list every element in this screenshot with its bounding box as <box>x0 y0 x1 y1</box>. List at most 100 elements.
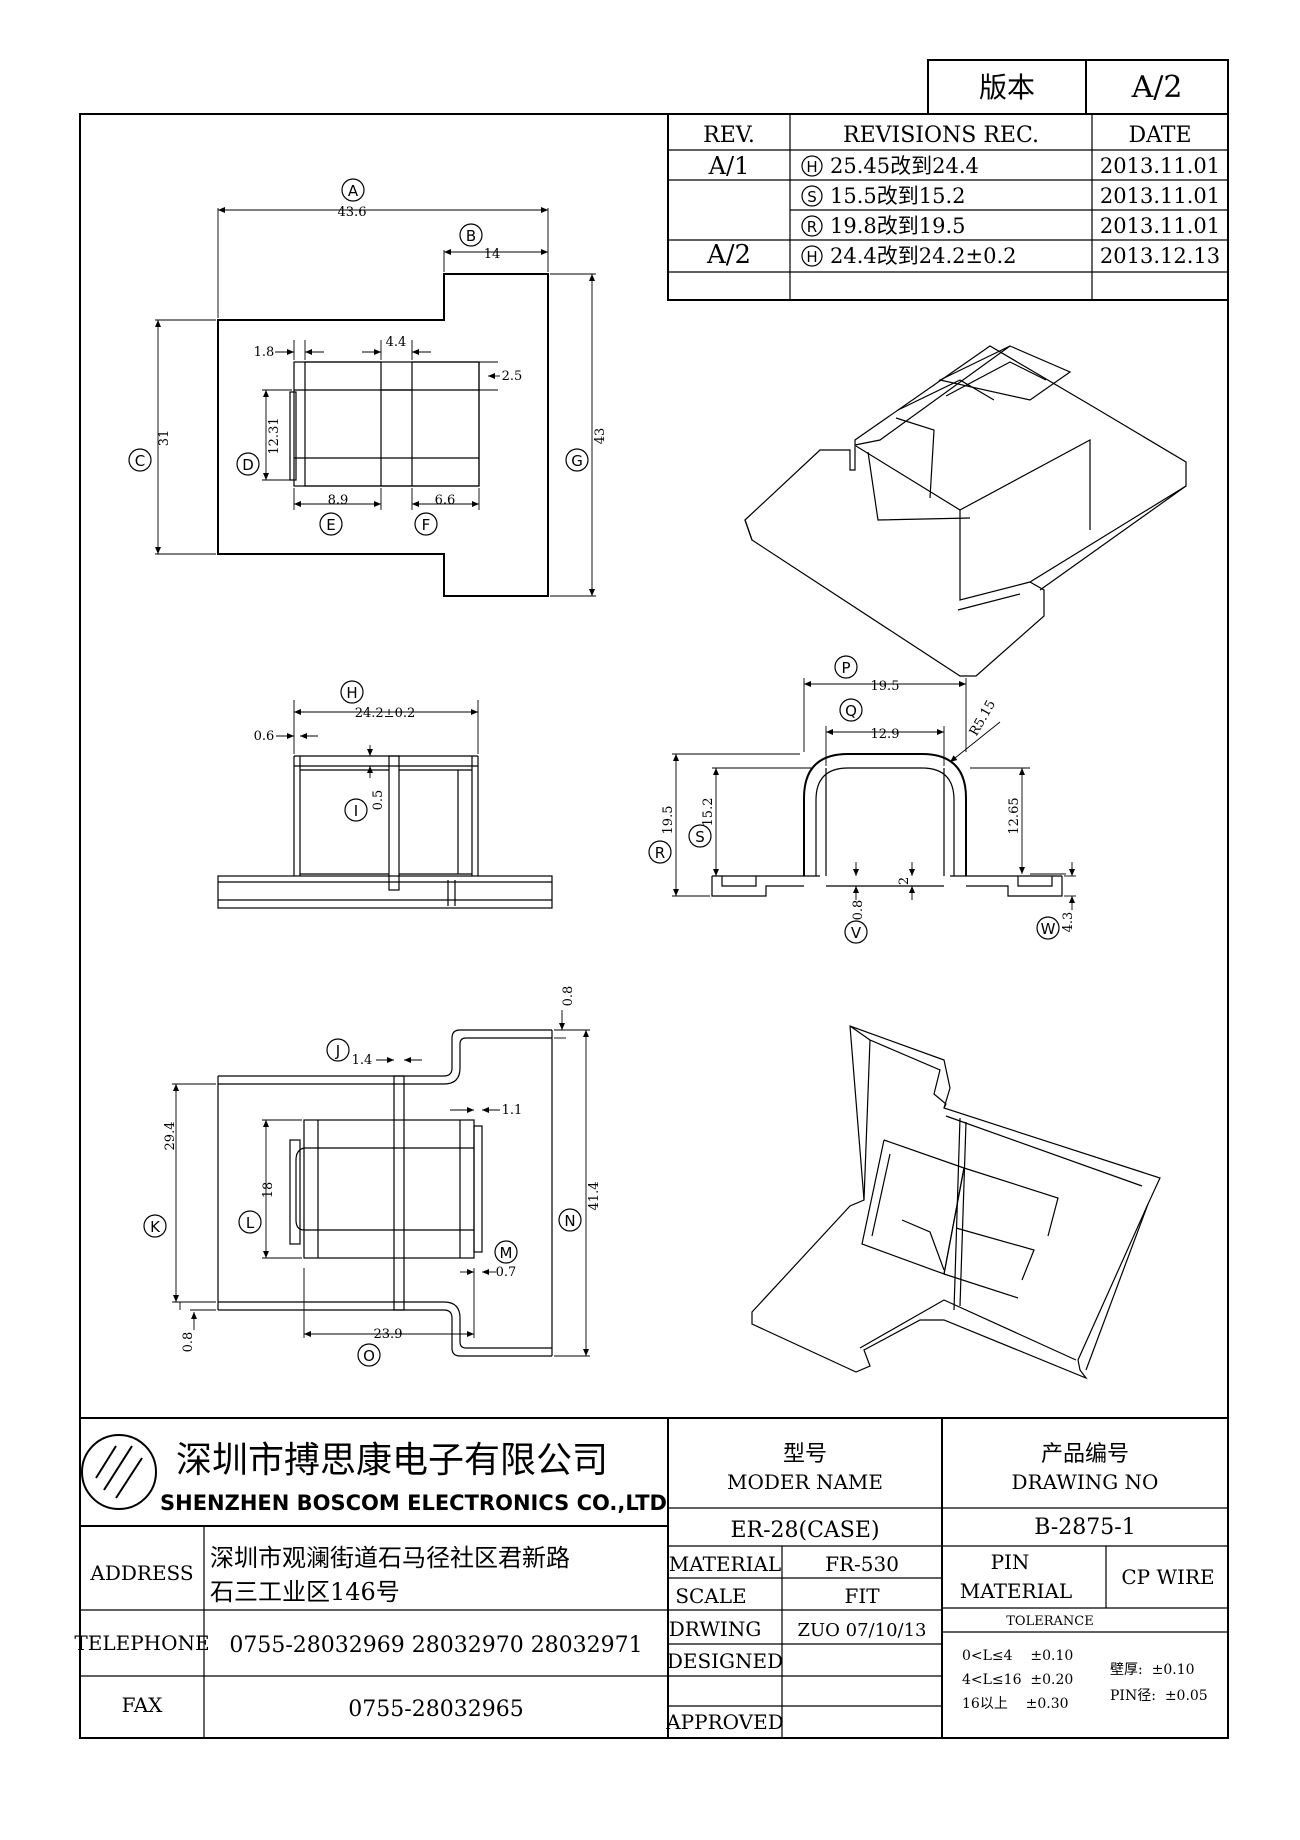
model-value: ER-28(CASE) <box>730 1518 879 1543</box>
label-l: L <box>246 1214 255 1232</box>
company-logo-icon <box>81 1434 157 1510</box>
label-e: E <box>326 516 335 534</box>
model-label-en: MODER NAME <box>727 1470 883 1494</box>
dim-k-value: 29.4 <box>163 1122 178 1151</box>
wall-thickness-tolerance: 壁厚: ±0.10 <box>1110 1662 1195 1678</box>
dim-h2-value: 12.65 <box>1007 797 1022 834</box>
label-b: B <box>466 227 476 245</box>
label-w: W <box>1041 920 1056 938</box>
rev-mark-2: S <box>807 188 817 206</box>
dim-w2-value: 4.4 <box>386 335 407 350</box>
rec-header: REVISIONS REC. <box>843 123 1039 148</box>
rev-text-1: 25.45改到24.4 <box>830 154 979 178</box>
version-value: A/2 <box>1131 70 1183 105</box>
dim-g-value: 43 <box>593 428 608 445</box>
label-r: R <box>655 844 665 862</box>
dim-w-value: 4.3 <box>1061 912 1076 933</box>
dim-j-value: 1.4 <box>352 1053 373 1068</box>
rev-date-1: 2013.11.01 <box>1100 154 1220 178</box>
label-h: H <box>346 684 357 702</box>
drawing-label-en: DRAWING NO <box>1012 1470 1159 1494</box>
rev-date-4: 2013.12.13 <box>1100 244 1220 268</box>
drawing-row-label: DRWING <box>669 1617 762 1641</box>
designed-label: DESIGNED <box>667 1649 783 1673</box>
dim-f-value: 6.6 <box>435 493 456 508</box>
rev-header: REV. <box>703 123 755 148</box>
pin-material-line-2: MATERIAL <box>960 1579 1072 1603</box>
label-d: D <box>242 456 254 474</box>
dim-v-value: 0.8 <box>851 900 866 921</box>
dim-t-value: 0.6 <box>254 729 275 744</box>
material-label: MATERIAL <box>669 1552 781 1576</box>
dim-rad-value: R5.15 <box>967 698 999 739</box>
label-s: S <box>695 828 705 846</box>
isometric-view-top <box>744 345 1187 677</box>
label-v: V <box>851 924 862 942</box>
label-a: A <box>348 182 359 200</box>
address-label: ADDRESS <box>89 1561 193 1585</box>
tolerance-row-2: 4<L≤16 ±0.20 <box>962 1672 1073 1688</box>
scale-value: FIT <box>844 1584 880 1608</box>
label-m: M <box>500 1244 513 1262</box>
version-box: 版本 A/2 <box>927 59 1229 115</box>
dim-n-value: 41.4 <box>587 1182 602 1211</box>
label-i: I <box>354 802 358 820</box>
dim-s-value: 15.2 <box>701 798 716 827</box>
dim-l-value: 18 <box>261 1182 276 1199</box>
telephone-value: 0755-28032969 28032970 28032971 <box>229 1633 642 1658</box>
dim-q-value: 12.9 <box>871 727 900 742</box>
dim-e-value: 8.9 <box>328 493 349 508</box>
dim-w1-value: 1.8 <box>254 345 275 360</box>
pin-material-line-1: PIN <box>991 1550 1030 1574</box>
label-f: F <box>422 516 431 534</box>
address-line-2: 石三工业区146号 <box>210 1578 400 1606</box>
dim-w3-value: 2.5 <box>502 369 523 384</box>
rev-mark-1: H <box>806 158 817 176</box>
date-header: DATE <box>1128 123 1191 148</box>
drawing-label-cn: 产品编号 <box>1041 1442 1129 1467</box>
dim-r-value: 19.5 <box>661 806 676 835</box>
dim-c-value: 31 <box>157 430 172 447</box>
side-view: 19.5 P 12.9 Q R5.15 19.5 R 15.2 S 12.65 <box>648 655 1076 944</box>
company-name-cn: 深圳市搏思康电子有限公司 <box>176 1440 608 1481</box>
material-value: FR-530 <box>825 1552 899 1576</box>
version-label: 版本 <box>979 71 1035 104</box>
dim-g2-value: 2 <box>897 877 912 885</box>
address-line-1: 深圳市观澜街道石马径社区君新路 <box>210 1544 570 1572</box>
pin-material-value: CP WIRE <box>1121 1565 1214 1589</box>
dim-d-value: 12.31 <box>267 417 282 454</box>
rev-date-3: 2013.11.01 <box>1100 214 1220 238</box>
isometric-view-bottom <box>751 1025 1161 1380</box>
front-view: 24.2±0.2 H 0.6 0.5 I <box>217 680 553 909</box>
tolerance-row-1: 0<L≤4 ±0.10 <box>962 1648 1073 1664</box>
dim-top-value: 0.8 <box>561 986 576 1007</box>
scale-label: SCALE <box>675 1584 746 1608</box>
rev-mark-4: H <box>806 248 817 266</box>
label-c: C <box>135 452 145 470</box>
label-g: G <box>571 452 583 470</box>
company-name-en: SHENZHEN BOSCOM ELECTRONICS CO.,LTD <box>160 1491 667 1515</box>
top-view: 43.6 A 14 B 31 C 12.31 D 1.8 4.4 <box>128 178 608 597</box>
label-k: K <box>150 1218 161 1236</box>
revision-table: REV. REVISIONS REC. DATE A/1 A/2 H 25.45… <box>667 113 1229 301</box>
rev-date-2: 2013.11.01 <box>1100 184 1220 208</box>
pin-diameter-tolerance: PIN径: ±0.05 <box>1110 1688 1208 1704</box>
rev-text-4: 24.4改到24.2±0.2 <box>830 244 1017 268</box>
title-block: 深圳市搏思康电子有限公司 SHENZHEN BOSCOM ELECTRONICS… <box>74 1417 1228 1738</box>
dim-m-value: 0.7 <box>496 1265 517 1280</box>
dim-o-value: 23.9 <box>374 1327 403 1342</box>
drawing-frame <box>79 113 1229 1739</box>
drawing-value: B-2875-1 <box>1034 1515 1135 1540</box>
telephone-label: TELEPHONE <box>74 1631 209 1655</box>
model-label-cn: 型号 <box>783 1442 827 1467</box>
dim-a-value: 43.6 <box>338 205 367 220</box>
drawing-row-value: ZUO 07/10/13 <box>798 1620 927 1641</box>
label-p: P <box>841 659 850 677</box>
rev-a1: A/1 <box>708 152 750 180</box>
dim-b-value: 14 <box>484 247 501 262</box>
rev-text-2: 15.5改到15.2 <box>830 184 966 208</box>
label-o: O <box>363 1347 375 1365</box>
label-j: J <box>335 1042 340 1060</box>
label-n: N <box>564 1212 575 1230</box>
